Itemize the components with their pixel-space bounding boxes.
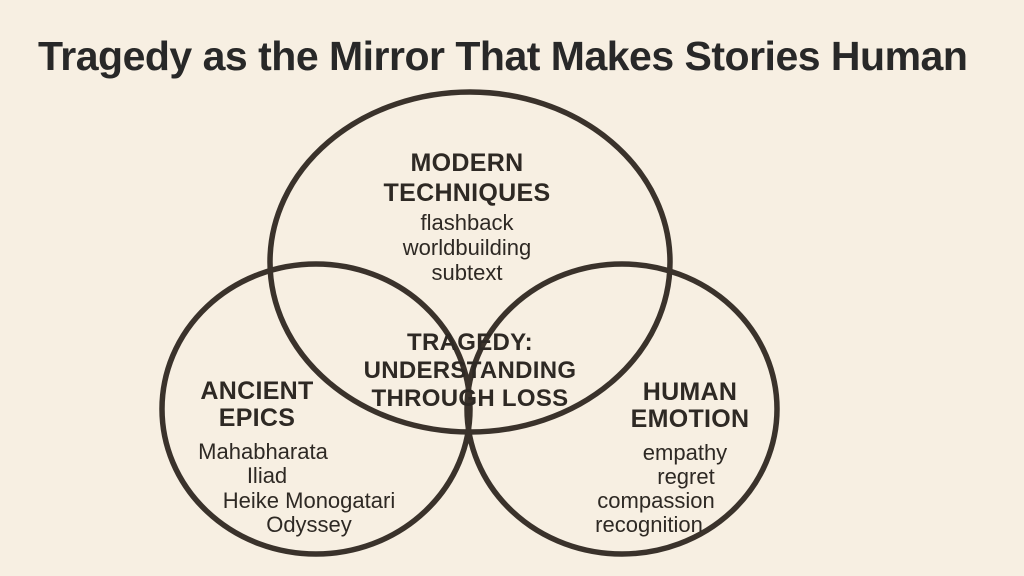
intersection-label-line-1: TRAGEDY: — [407, 329, 533, 356]
human-emotion-item-recognition: recognition — [595, 512, 703, 537]
modern-techniques-item-worldbuilding: worldbuilding — [402, 235, 531, 260]
modern-techniques-item-flashback: flashback — [421, 210, 515, 235]
ancient-epics-item-heike-monogatari: Heike Monogatari — [223, 488, 395, 513]
human-emotion-item-regret: regret — [657, 464, 714, 489]
intersection-label-line-3: THROUGH LOSS — [372, 385, 569, 412]
page-title: Tragedy as the Mirror That Makes Stories… — [38, 33, 967, 79]
ancient-epics-title-line-2: EPICS — [219, 404, 296, 432]
modern-techniques-item-subtext: subtext — [432, 260, 503, 285]
ancient-epics-item-odyssey: Odyssey — [266, 512, 352, 537]
intersection-label-line-2: UNDERSTANDING — [364, 357, 577, 384]
human-emotion-item-empathy: empathy — [643, 440, 727, 465]
venn-circle-ancient-epics — [159, 261, 473, 557]
modern-techniques-title-line-2: TECHNIQUES — [384, 179, 551, 207]
venn-circle-human-emotion — [464, 261, 780, 557]
modern-techniques-title-line-1: MODERN — [411, 149, 524, 177]
human-emotion-title-line-2: EMOTION — [631, 405, 750, 433]
ancient-epics-item-iliad: Iliad — [247, 463, 287, 488]
ancient-epics-title-line-1: ANCIENT — [200, 377, 313, 405]
human-emotion-item-compassion: compassion — [597, 488, 714, 513]
ancient-epics-item-mahabharata: Mahabharata — [198, 439, 328, 464]
human-emotion-title-line-1: HUMAN — [643, 378, 738, 406]
